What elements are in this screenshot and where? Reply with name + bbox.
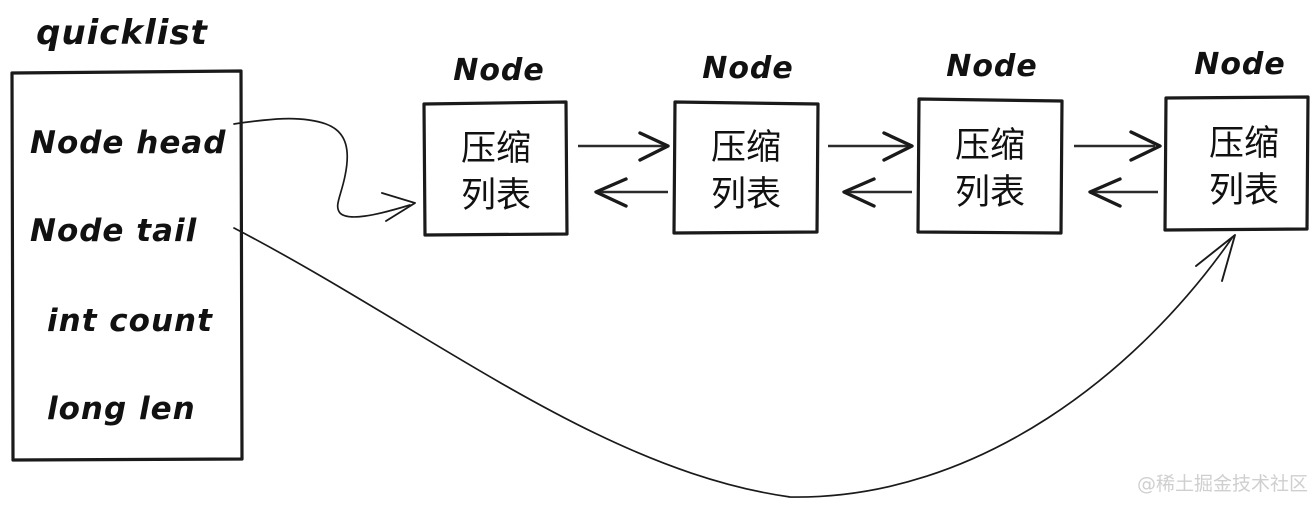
connector-next-1-2 [578, 131, 670, 162]
connector-tail-pointer [233, 227, 1236, 498]
struct-field-node-tail: Node tail [30, 213, 197, 249]
connector-head-pointer [233, 117, 416, 222]
node-box-2 [672, 100, 820, 235]
node-box-3 [916, 97, 1064, 235]
connector-prev-3-2 [842, 177, 912, 208]
node-label-4: Node [1194, 47, 1286, 82]
node-label-3: Node [946, 49, 1038, 84]
node-content-2-line1: 压缩 [711, 128, 781, 168]
struct-field-long-len: long len [47, 391, 196, 427]
connector-next-2-3 [828, 131, 914, 162]
node-label-1: Node [453, 53, 545, 88]
connector-next-3-4 [1074, 130, 1162, 162]
node-content-4-line1: 压缩 [1209, 124, 1279, 164]
node-content-3-line1: 压缩 [955, 126, 1025, 166]
quicklist-title: quicklist [36, 13, 209, 53]
connector-prev-2-1 [594, 177, 668, 208]
quicklist-struct-box [10, 69, 244, 462]
node-content-4-line2: 列表 [1209, 171, 1279, 211]
node-content-1-line1: 压缩 [461, 129, 531, 169]
node-content-2-line2: 列表 [711, 175, 781, 215]
node-box-4 [1163, 95, 1310, 232]
node-content-1-line2: 列表 [461, 176, 531, 216]
struct-field-int-count: int count [47, 303, 213, 339]
connector-prev-4-3 [1088, 177, 1158, 208]
node-box-1 [422, 100, 569, 237]
node-label-2: Node [702, 51, 794, 86]
watermark-label: @稀土掘金技术社区 [1137, 473, 1308, 495]
struct-field-node-head: Node head [30, 125, 226, 161]
node-content-3-line2: 列表 [955, 173, 1025, 213]
